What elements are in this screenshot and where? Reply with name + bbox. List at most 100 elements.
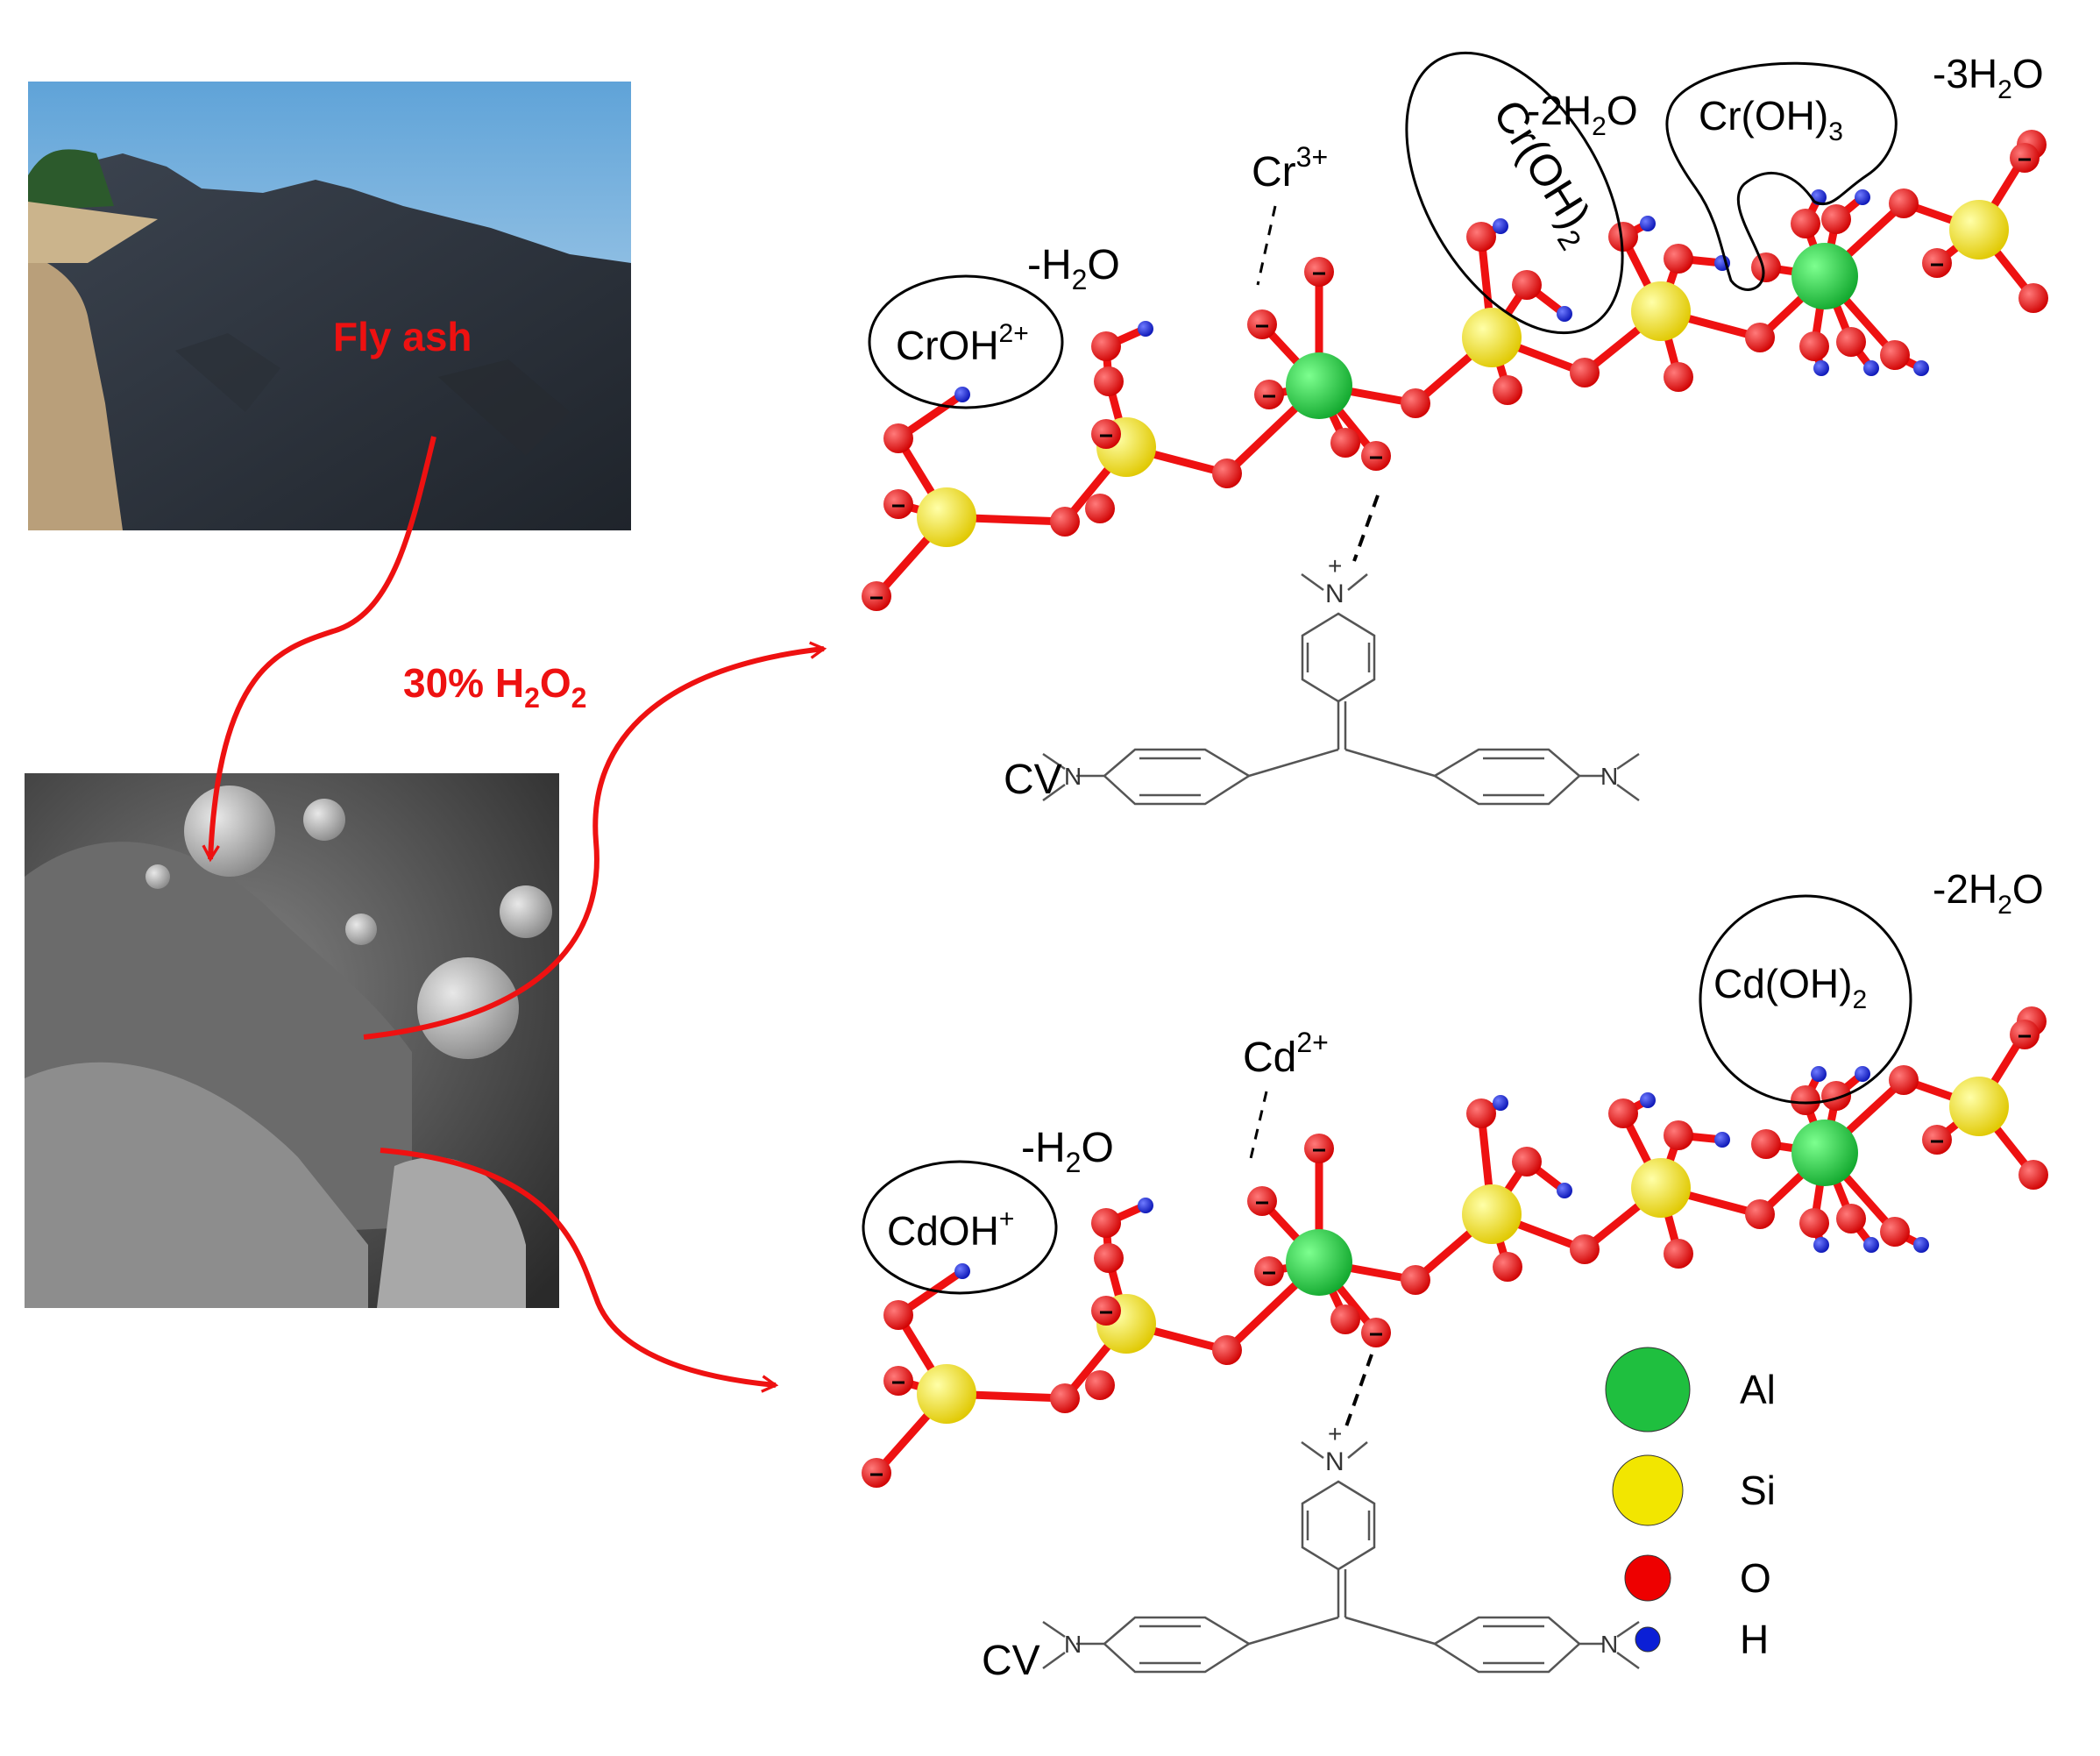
cd-cv-n: N [1325, 1447, 1344, 1476]
cr-crystal-violet: + N N N [1042, 552, 1640, 806]
oxygen-atom [1745, 323, 1775, 352]
cr-cv-label: CV [1004, 757, 1062, 803]
legend-label: Si [1740, 1468, 1776, 1513]
cd-cv-nplus: + [1328, 1420, 1342, 1447]
oxygen-atom [1247, 1186, 1277, 1216]
aluminum-atom [1286, 352, 1352, 419]
cr-ion-dash [1256, 205, 1277, 286]
oxygen-atom [1791, 1085, 1820, 1115]
oxygen-atom [1836, 327, 1866, 357]
hydrogen-atom [1138, 1198, 1153, 1213]
legend-item: H [1635, 1617, 1769, 1662]
oxygen-atom [1512, 1147, 1542, 1177]
hydrogen-atom [1493, 1095, 1508, 1111]
silicon-atom [1949, 200, 2009, 259]
cd-cv-n-left: N [1064, 1631, 1082, 1658]
oxygen-atom [1664, 244, 1693, 274]
hydrogen-atom [1855, 1066, 1870, 1082]
cr-loss-1: -H2O [1027, 242, 1120, 295]
oxygen-atom [1493, 1252, 1522, 1282]
oxygen-atom [1836, 1204, 1866, 1233]
oxygen-atom [1664, 1120, 1693, 1150]
cdoh-label: CdOH+ [887, 1205, 1014, 1254]
legend-label: Al [1740, 1367, 1776, 1412]
cd-loss-2: -2H2O [1933, 866, 2044, 920]
oxygen-atom [2010, 143, 2040, 173]
oxygen-atom [1751, 1129, 1781, 1159]
oxygen-atom [1304, 1134, 1334, 1163]
oxygen-atom [883, 423, 913, 453]
fly-ash-label: Fly ash [333, 314, 472, 359]
cr-oh3-outline [1665, 61, 1898, 291]
legend-item: O [1624, 1554, 1771, 1602]
oxygen-atom [1330, 428, 1360, 458]
hydrogen-atom [1138, 321, 1153, 337]
oxygen-atom [883, 1366, 913, 1396]
oxygen-atom [883, 1300, 913, 1330]
oxygen-atom [1745, 1199, 1775, 1229]
oxygen-atom [1922, 248, 1952, 278]
oxygen-atom [1361, 1318, 1391, 1347]
cd-cv-dash [1344, 1354, 1373, 1430]
legend-swatch [1612, 1454, 1684, 1526]
cr-cv-nplus: + [1328, 552, 1342, 579]
oxygen-atom [1091, 1208, 1121, 1238]
oxygen-atom [862, 581, 891, 611]
croh-label: CrOH2+ [896, 319, 1029, 368]
cr-annotations: CrOH2+ -H2O Cr3+ Cr(OH)2 -2H2O Cr(OH)3 -… [868, 51, 2044, 562]
cd-crystal-violet: + N N N [1042, 1420, 1640, 1674]
oxygen-atom [1401, 388, 1430, 418]
oxygen-atom [2010, 1020, 2040, 1049]
hydrogen-atom [1913, 360, 1929, 376]
hydrogen-atom [1493, 218, 1508, 234]
cr-loss-2: -2H2O [1527, 88, 1638, 141]
hydrogen-atom [954, 1263, 970, 1279]
cd-ion-label: Cd2+ [1243, 1027, 1329, 1081]
oxygen-atom [1091, 419, 1121, 449]
oxygen-atom [1799, 331, 1829, 361]
silicon-atom [917, 1364, 976, 1424]
oxygen-atom [1361, 441, 1391, 471]
fly-ash-photo: Fly ash [28, 82, 631, 530]
aluminum-atom [1791, 1120, 1858, 1186]
oxygen-atom [1094, 366, 1124, 396]
oxygen-atom [1570, 358, 1600, 387]
oxygen-atom [2018, 283, 2048, 313]
legend-swatch [1605, 1347, 1691, 1433]
arrow-sem-to-cr [363, 641, 827, 1040]
cr-ion-label: Cr3+ [1252, 141, 1328, 196]
cr-cv-n: N [1325, 579, 1344, 608]
hydrogen-atom [1813, 360, 1829, 376]
legend-label: H [1740, 1617, 1769, 1662]
cr-cv-n-left: N [1064, 763, 1082, 790]
legend-label: O [1740, 1555, 1771, 1601]
chain-atoms [862, 130, 2048, 611]
hydrogen-atom [1557, 1183, 1572, 1198]
croh-ellipse [868, 274, 1064, 409]
process-arrows [202, 436, 827, 1393]
silicon-atom [1462, 1184, 1522, 1244]
oxygen-atom [1751, 252, 1781, 282]
legend-swatch [1624, 1554, 1671, 1602]
hydrogen-atom [1557, 306, 1572, 322]
legend-item: Al [1605, 1347, 1776, 1433]
cdoh-ellipse [862, 1160, 1058, 1295]
oxygen-atom [1254, 380, 1284, 409]
cr-cv-n-right: N [1600, 763, 1618, 790]
oxygen-atom [1050, 507, 1080, 537]
hydrogen-atom [1714, 1132, 1730, 1148]
oxygen-atom [1922, 1125, 1952, 1155]
cd-oh2-ellipse [1699, 894, 1912, 1105]
silicon-atom [1949, 1077, 2009, 1136]
cd-ion-dash [1247, 1091, 1268, 1167]
cr-aluminosilicate-chain [862, 130, 2048, 611]
silicon-atom [1631, 1158, 1691, 1218]
oxygen-atom [1791, 209, 1820, 238]
oxygen-atom [1880, 340, 1910, 370]
oxygen-atom [862, 1458, 891, 1488]
aluminum-atom [1286, 1229, 1352, 1296]
oxygen-atom [1466, 1098, 1496, 1128]
oxygen-atom [1664, 362, 1693, 392]
oxygen-atom [1880, 1217, 1910, 1247]
